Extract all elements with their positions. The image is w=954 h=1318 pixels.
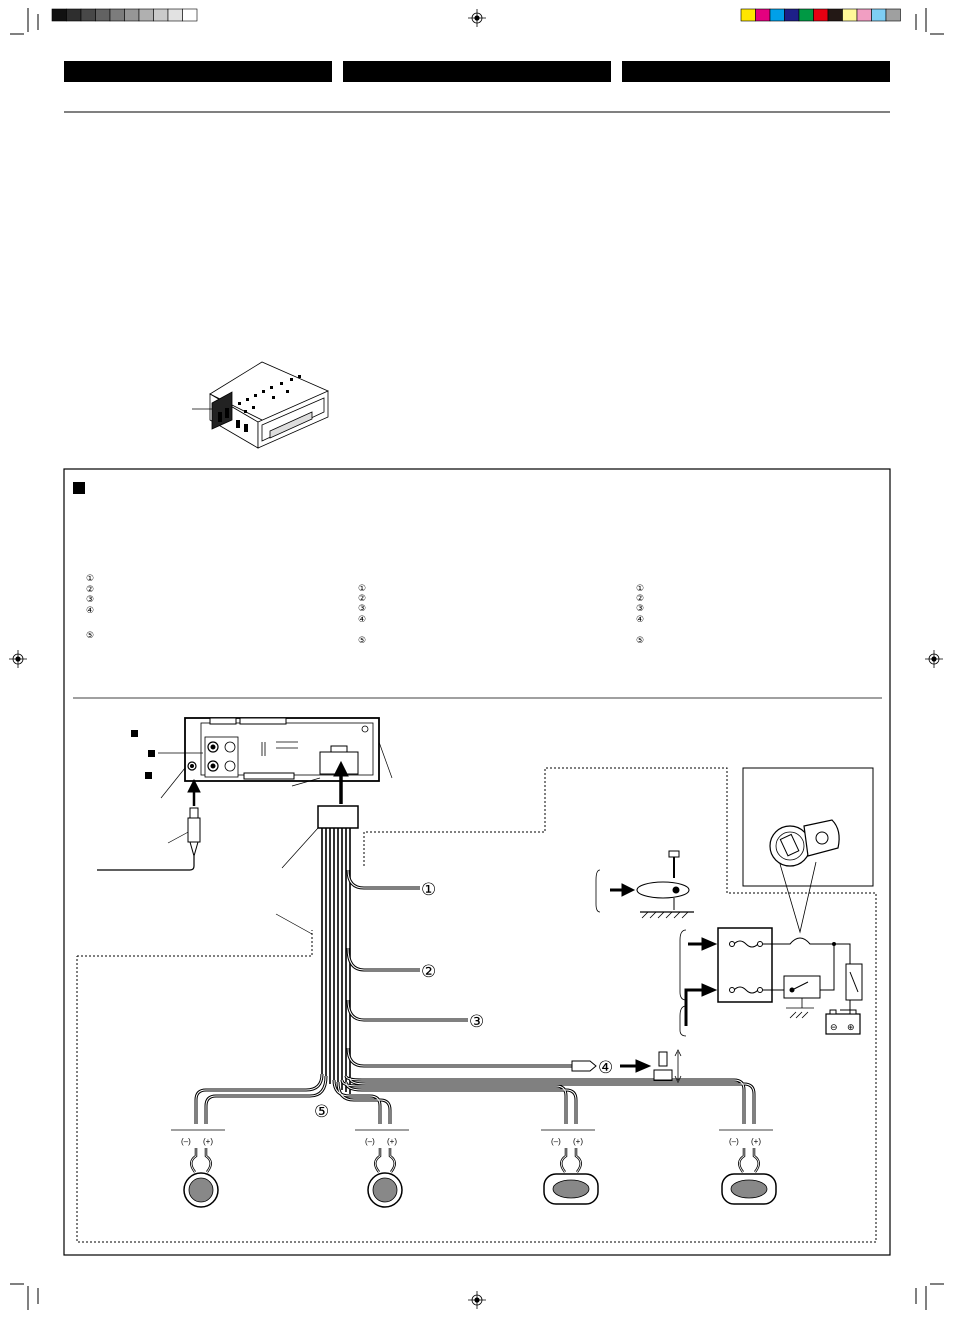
gray-swatch: [51, 8, 67, 22]
legend-number: ④: [636, 615, 644, 625]
speaker-icon: (–) (+): [541, 1129, 599, 1205]
color-swatch: [842, 8, 858, 22]
color-calibration-strip: [740, 8, 901, 22]
speaker-icon: (–) (+): [719, 1129, 777, 1205]
gray-swatch: [124, 8, 140, 22]
color-swatch: [813, 8, 829, 22]
speaker-neg-label: (–): [551, 1137, 561, 1146]
crop-mark-icon: [10, 8, 944, 1310]
color-swatch: [784, 8, 800, 22]
header-bar-1: [64, 61, 332, 82]
legend-number: ③: [86, 595, 94, 605]
gray-swatch: [80, 8, 96, 22]
unit-perspective-icon: [192, 361, 329, 449]
color-swatch: [769, 8, 785, 22]
battery-icon: ⊖ ⊕: [825, 1009, 861, 1035]
gray-swatch: [95, 8, 111, 22]
legend-number: ①: [636, 584, 644, 594]
color-swatch: [871, 8, 887, 22]
grayscale-calibration-strip: [51, 8, 198, 22]
header-bar-3: [622, 61, 890, 82]
gray-swatch: [138, 8, 154, 22]
speaker-neg-label: (–): [365, 1137, 375, 1146]
callout-2: ②: [421, 962, 436, 982]
legend-number: ③: [636, 604, 644, 614]
speaker-group: (–) (+) (–) (+) (–) (+) (–) (+): [171, 1129, 777, 1208]
gray-swatch: [66, 8, 82, 22]
speaker-pos-label: (+): [573, 1137, 583, 1146]
ground-screw-icon: [595, 850, 694, 919]
gray-swatch: [182, 8, 198, 22]
speaker-neg-label: (–): [729, 1137, 739, 1146]
speaker-pos-label: (+): [751, 1137, 761, 1146]
color-swatch: [827, 8, 843, 22]
speaker-neg-label: (–): [181, 1137, 191, 1146]
legend-number: ⑤: [86, 631, 94, 641]
antenna-plug-icon: [97, 778, 201, 871]
gray-swatch: [109, 8, 125, 22]
unit-markers: [131, 730, 155, 779]
callout-1: ①: [421, 880, 436, 900]
ignition-key-icon: [742, 767, 874, 934]
color-swatch: [755, 8, 771, 22]
harness-connector: [317, 760, 359, 829]
color-swatch: [798, 8, 814, 22]
svg-text:⊖: ⊖: [830, 1023, 838, 1033]
fuse-box-icon: [679, 927, 863, 1037]
legend-number: ④: [358, 615, 366, 625]
unit-rear-panel: [184, 717, 380, 782]
color-swatch: [740, 8, 756, 22]
legend-number: ①: [358, 584, 366, 594]
wiring-area-dotted-border: [76, 767, 877, 1243]
connection-section-frame: [63, 468, 891, 1256]
callout-4: ④: [598, 1058, 613, 1078]
callout-5: ⑤: [314, 1102, 329, 1122]
svg-text:⊕: ⊕: [847, 1023, 855, 1033]
registration-target-icon: [9, 9, 943, 1309]
wire-bundle: [194, 828, 756, 1124]
legend-number: ⑤: [636, 636, 644, 646]
section-marker: [73, 482, 85, 494]
color-swatch: [885, 8, 901, 22]
callout-3: ③: [469, 1012, 484, 1032]
speaker-icon: (–) (+): [355, 1129, 409, 1208]
speaker-pos-label: (+): [203, 1137, 213, 1146]
legend-number: ⑤: [358, 636, 366, 646]
legend-number: ②: [636, 594, 644, 604]
gray-swatch: [153, 8, 169, 22]
antenna-control-icon: [620, 1049, 682, 1083]
speaker-icon: (–) (+): [171, 1129, 225, 1208]
legend-number: ②: [86, 585, 94, 595]
legend-number: ④: [86, 606, 94, 616]
legend-number: ②: [358, 594, 366, 604]
legend-number: ①: [86, 574, 94, 584]
header-bar-2: [343, 61, 611, 82]
legend-number: ③: [358, 604, 366, 614]
color-swatch: [856, 8, 872, 22]
speaker-pos-label: (+): [387, 1137, 397, 1146]
gray-swatch: [167, 8, 183, 22]
